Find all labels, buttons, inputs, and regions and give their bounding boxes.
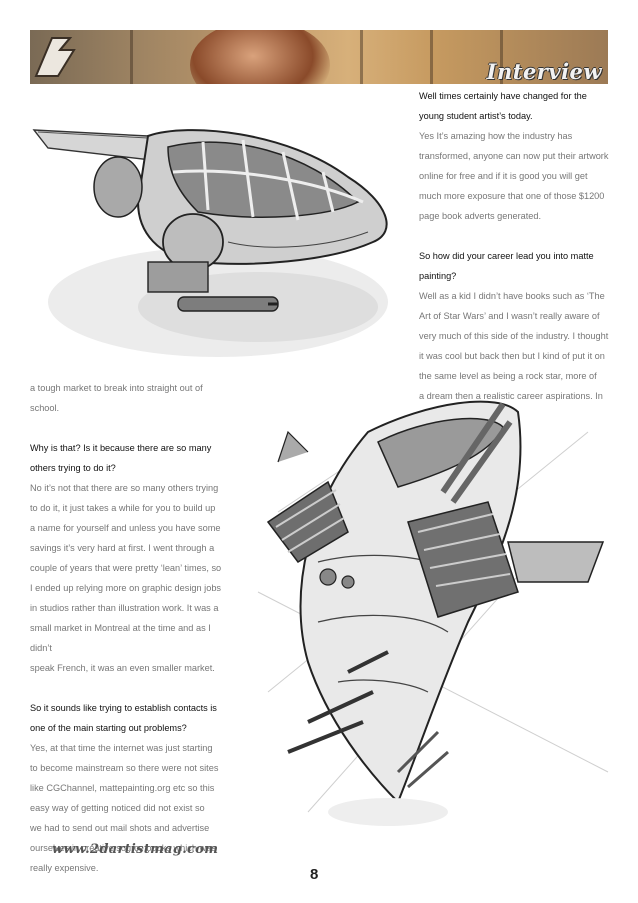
text-line: page book adverts generated. bbox=[419, 211, 542, 221]
text-line: a tough market to break into straight ou… bbox=[30, 383, 203, 393]
text-line: I ended up relying more on graphic desig… bbox=[30, 583, 222, 593]
text-line: a name for yourself and unless you have … bbox=[30, 523, 221, 533]
text-line: very much of this side of the industry. … bbox=[419, 331, 609, 341]
text-line: So it sounds like trying to establish co… bbox=[30, 703, 217, 713]
paragraph-gap bbox=[419, 226, 619, 246]
banner-structure bbox=[430, 30, 433, 84]
text-line: Yes, at that time the internet was just … bbox=[30, 743, 213, 753]
magazine-url: www.2dartistmag.com bbox=[52, 842, 219, 857]
magazine-logo-icon bbox=[34, 37, 76, 77]
text-line: online for free and if it is good you wi… bbox=[419, 171, 588, 181]
text-line: savings it’s very hard at first. I went … bbox=[30, 543, 215, 553]
banner-structure bbox=[130, 30, 133, 84]
text-line: like CGChannel, mattepainting.org etc so… bbox=[30, 783, 215, 793]
left-text-column: a tough market to break into straight ou… bbox=[30, 378, 235, 878]
text-line: easy way of getting noticed did not exis… bbox=[30, 803, 205, 813]
spaceship-sketch-bottom bbox=[257, 400, 609, 826]
text-line: So how did your career lead you into mat… bbox=[419, 251, 594, 261]
text-line: young student artist’s today. bbox=[419, 111, 533, 121]
text-line: couple of years that were pretty ‘lean’ … bbox=[30, 563, 222, 573]
text-line: Yes It’s amazing how the industry has bbox=[419, 131, 573, 141]
banner-figure bbox=[190, 30, 330, 84]
text-line: school. bbox=[30, 403, 60, 413]
text-line: small market in Montreal at the time and… bbox=[30, 623, 211, 653]
text-line: ourselves in creative source books which… bbox=[30, 843, 216, 853]
text-line: Why is that? Is it because there are so … bbox=[30, 443, 212, 453]
spaceship-sketch-top bbox=[32, 129, 388, 357]
text-line: others trying to do it? bbox=[30, 463, 116, 473]
text-line: one of the main starting out problems? bbox=[30, 723, 187, 733]
banner-structure bbox=[360, 30, 363, 84]
text-line: Well as a kid I didn’t have books such a… bbox=[419, 291, 605, 301]
text-line: Art of Star Wars’ and I wasn’t really aw… bbox=[419, 311, 600, 321]
text-line: really expensive. bbox=[30, 863, 99, 873]
text-line: speak French, it was an even smaller mar… bbox=[30, 663, 215, 673]
text-line: No it’s not that there are so many other… bbox=[30, 483, 219, 493]
text-line: it was cool but back then but I kind of … bbox=[419, 351, 605, 361]
banner-structure bbox=[500, 30, 503, 84]
text-line: the same level as being a rock star, mor… bbox=[419, 371, 597, 381]
right-text-column: Well times certainly have changed for th… bbox=[419, 86, 619, 406]
page-number: 8 bbox=[310, 866, 319, 883]
text-line: much more exposure that one of those $12… bbox=[419, 191, 605, 201]
paragraph-gap bbox=[30, 418, 235, 438]
section-title: Interview bbox=[486, 59, 602, 84]
header-banner: Interview bbox=[30, 30, 608, 84]
text-line: Well times certainly have changed for th… bbox=[419, 91, 587, 101]
text-line: to do it, it just takes a while for you … bbox=[30, 503, 216, 513]
paragraph-gap bbox=[30, 678, 235, 698]
text-line: painting? bbox=[419, 271, 457, 281]
text-line: in studios rather than illustration work… bbox=[30, 603, 219, 613]
text-line: we had to send out mail shots and advert… bbox=[30, 823, 210, 833]
text-line: a dream then a realistic career aspirati… bbox=[419, 391, 603, 401]
text-line: transformed, anyone can now put their ar… bbox=[419, 151, 609, 161]
text-line: to become mainstream so there were not s… bbox=[30, 763, 219, 773]
